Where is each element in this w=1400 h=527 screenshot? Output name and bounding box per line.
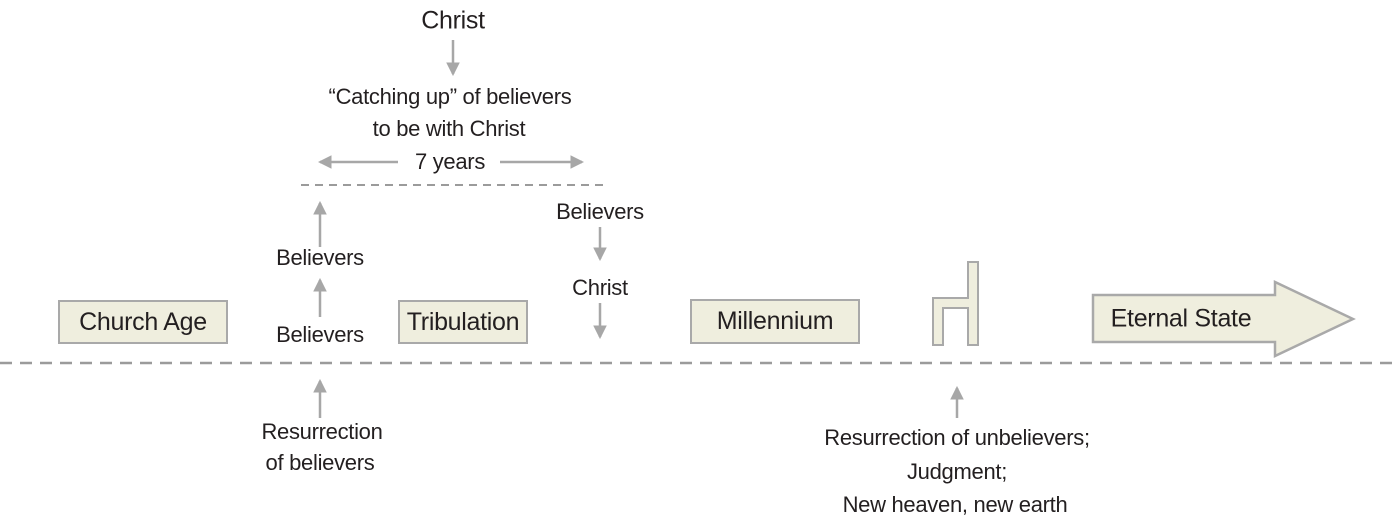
believers-ascending-upper-label: Believers — [276, 245, 364, 270]
believers-returning-label: Believers — [556, 199, 644, 224]
christ-returning-label: Christ — [572, 275, 628, 300]
millennium-box: Millennium — [690, 299, 860, 344]
eternal-state-arrow-shape — [1091, 280, 1356, 358]
believers-ascending-lower-label: Believers — [276, 322, 364, 347]
final-events-line1: Resurrection of unbelievers; — [824, 425, 1090, 450]
resurrection-believers-line2: of believers — [265, 450, 375, 475]
tribulation-label: Tribulation — [406, 307, 520, 336]
resurrection-believers-line1: Resurrection — [261, 419, 383, 444]
millennium-label: Millennium — [716, 307, 834, 335]
christ-top-label: Christ — [421, 6, 485, 35]
throne-icon — [932, 261, 979, 346]
eternal-state-label: Eternal State — [1110, 304, 1252, 333]
church-age-box: Church Age — [58, 300, 228, 344]
seven-years-label: 7 years — [414, 149, 486, 174]
catching-up-line2: to be with Christ — [372, 116, 526, 141]
final-events-line2: Judgment; — [906, 459, 1008, 484]
catching-up-line1: “Catching up” of believers — [328, 84, 572, 109]
church-age-label: Church Age — [79, 307, 207, 336]
final-events-line3: New heaven, new earth — [842, 492, 1068, 517]
tribulation-box: Tribulation — [398, 300, 528, 344]
